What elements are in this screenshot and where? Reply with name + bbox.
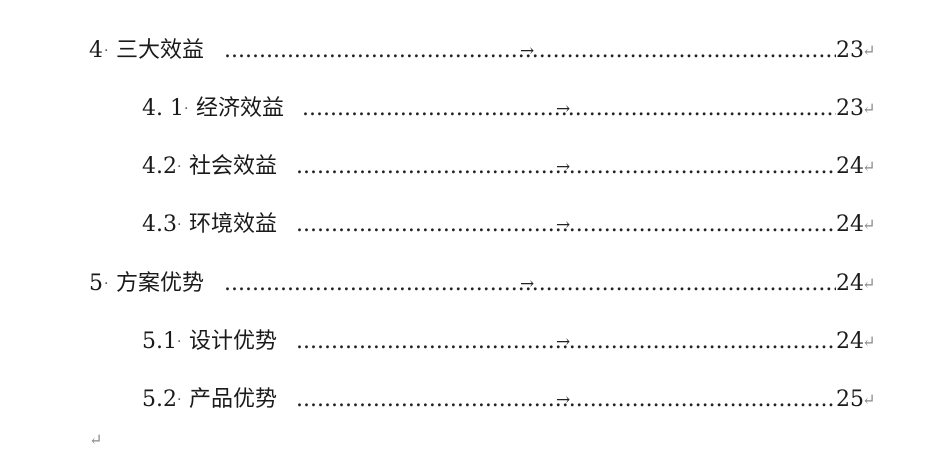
paragraph-mark-icon: ↵: [862, 332, 876, 351]
toc-page-number: 24: [836, 212, 864, 237]
tab-arrow-icon: →: [556, 332, 571, 352]
toc-entry-5-2[interactable]: 5.2 · 产品优势 .............................…: [0, 380, 946, 420]
space-mark: ·: [177, 159, 182, 175]
empty-paragraph-mark-icon: ↵: [89, 430, 103, 449]
toc-number: 4.2: [142, 154, 177, 179]
toc-title: 社会效益: [189, 154, 278, 179]
toc-title: 设计优势: [189, 329, 278, 354]
toc-number: 5.2: [142, 387, 177, 412]
paragraph-mark-icon: ↵: [862, 157, 876, 176]
toc-page-number: 23: [836, 38, 864, 63]
dot-leader: ........................................…: [296, 387, 836, 412]
toc-number: 4: [89, 38, 103, 63]
toc-number: 5: [89, 271, 103, 296]
toc-page-number: 24: [836, 271, 864, 296]
paragraph-mark-icon: ↵: [862, 390, 876, 409]
toc-number: 4.3: [142, 212, 177, 237]
paragraph-mark-icon: ↵: [862, 274, 876, 293]
dot-leader: ........................................…: [224, 38, 836, 63]
toc-entry-4-3[interactable]: 4.3 · 环境效益 .............................…: [0, 205, 946, 245]
paragraph-mark-icon: ↵: [862, 215, 876, 234]
paragraph-mark-icon: ↵: [862, 99, 876, 118]
space-mark: ·: [184, 101, 189, 117]
toc-page-number: 24: [836, 154, 864, 179]
dot-leader: ........................................…: [296, 329, 836, 354]
tab-arrow-icon: →: [556, 99, 571, 119]
tab-arrow-icon: →: [556, 157, 571, 177]
toc-number: 4. 1: [142, 96, 184, 121]
toc-title: 三大效益: [116, 38, 205, 63]
space-mark: ·: [177, 217, 182, 233]
dot-leader: ........................................…: [224, 271, 836, 296]
toc-number: 5.1: [142, 329, 177, 354]
tab-arrow-icon: →: [556, 390, 571, 410]
toc-page-number: 24: [836, 329, 864, 354]
space-mark: ·: [177, 392, 182, 408]
toc-title: 环境效益: [189, 212, 278, 237]
dot-leader: ........................................…: [302, 96, 836, 121]
toc-title: 方案优势: [116, 271, 205, 296]
paragraph-mark-icon: ↵: [862, 41, 876, 60]
toc-entry-5[interactable]: 5 · 方案优势 ...............................…: [0, 264, 946, 304]
dot-leader: ........................................…: [296, 154, 836, 179]
toc-page-number: 25: [836, 387, 864, 412]
tab-arrow-icon: →: [556, 215, 571, 235]
toc-entry-4[interactable]: 4 · 三大效益 ...............................…: [0, 31, 946, 71]
space-mark: ·: [104, 276, 109, 292]
toc-entry-4-1[interactable]: 4. 1 · 经济效益 ............................…: [0, 89, 946, 129]
toc-entry-4-2[interactable]: 4.2 · 社会效益 .............................…: [0, 147, 946, 187]
toc-title: 产品优势: [189, 387, 278, 412]
toc-entry-5-1[interactable]: 5.1 · 设计优势 .............................…: [0, 322, 946, 362]
toc-page-number: 23: [836, 96, 864, 121]
space-mark: ·: [177, 334, 182, 350]
dot-leader: ........................................…: [296, 212, 836, 237]
toc-title: 经济效益: [196, 96, 285, 121]
space-mark: ·: [104, 43, 109, 59]
tab-arrow-icon: →: [520, 274, 535, 294]
tab-arrow-icon: →: [520, 41, 535, 61]
